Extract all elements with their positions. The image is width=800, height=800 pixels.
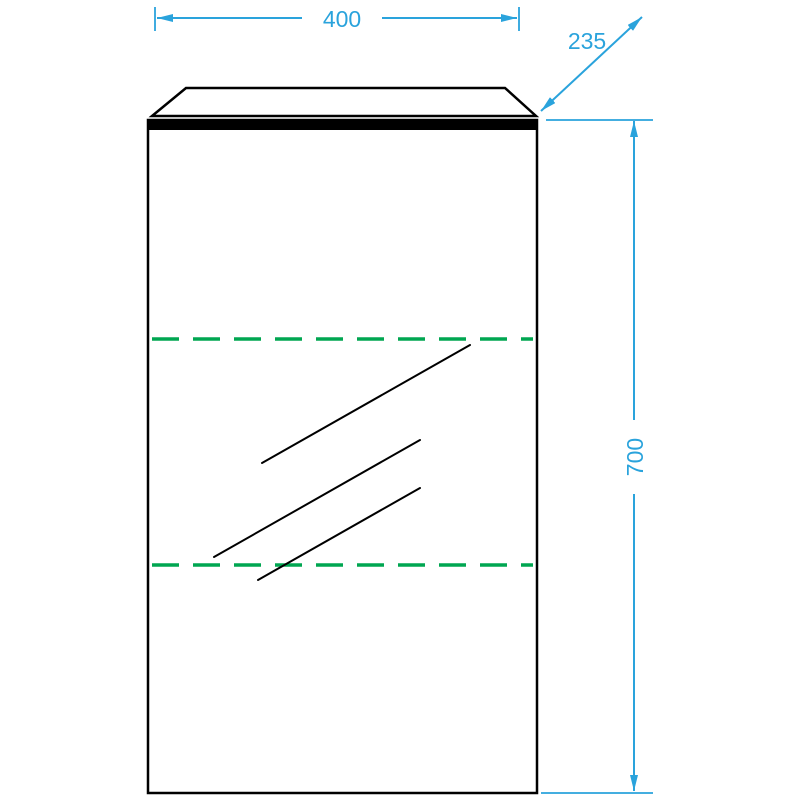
width-dimension-label: 400 xyxy=(323,6,361,32)
depth-dimension: 235 xyxy=(540,16,643,112)
dimension-line xyxy=(540,16,643,112)
cabinet-top-band xyxy=(148,120,537,130)
height-dimension: 700 xyxy=(541,119,653,794)
cabinet xyxy=(146,86,540,795)
mirror-glint-line xyxy=(261,344,471,464)
depth-dimension-label: 235 xyxy=(568,28,606,54)
cabinet-body xyxy=(146,118,539,795)
light-canopy xyxy=(148,86,540,118)
height-dimension-label: 700 xyxy=(622,438,648,476)
shelf-lines xyxy=(152,337,533,567)
width-dimension: 400 xyxy=(154,6,520,32)
mirror-glint-line xyxy=(213,439,421,558)
mirror-glint-line xyxy=(257,487,421,581)
mirror-glint-lines xyxy=(213,344,471,581)
